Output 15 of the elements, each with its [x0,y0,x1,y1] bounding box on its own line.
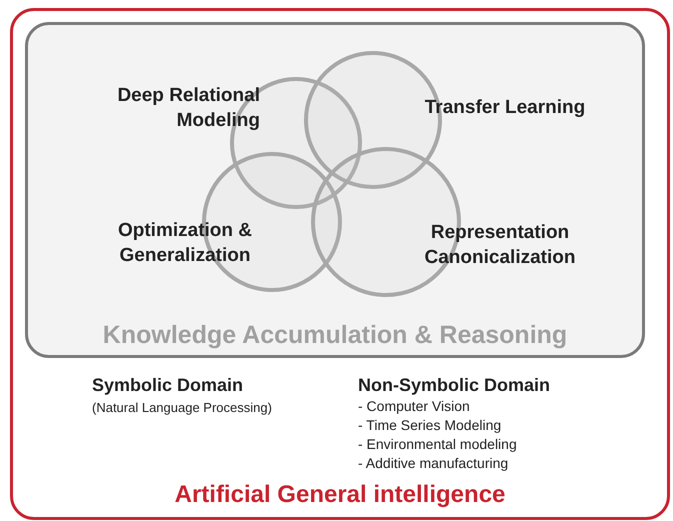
frame-title: Artificial General intelligence [174,481,506,509]
domain-heading: Non-Symbolic Domain [358,375,550,396]
circle-label: Representation Canonicalization [424,221,576,270]
inner-panel [25,22,645,358]
domain-note: (Natural Language Processing) [92,400,272,415]
circle-label: Transfer Learning [424,96,586,120]
outer-frame [10,8,670,520]
list-item: - Computer Vision [358,398,470,414]
domain-heading: Symbolic Domain [92,375,244,396]
list-item: - Time Series Modeling [358,417,502,433]
list-item: - Additive manufacturing [358,455,508,471]
panel-title: Knowledge Accumulation & Reasoning [102,321,568,350]
circle-label: Deep Relational Modeling [116,84,260,133]
circle-label: Optimization & Generalization [116,219,254,268]
list-item: - Environmental modeling [358,436,517,452]
